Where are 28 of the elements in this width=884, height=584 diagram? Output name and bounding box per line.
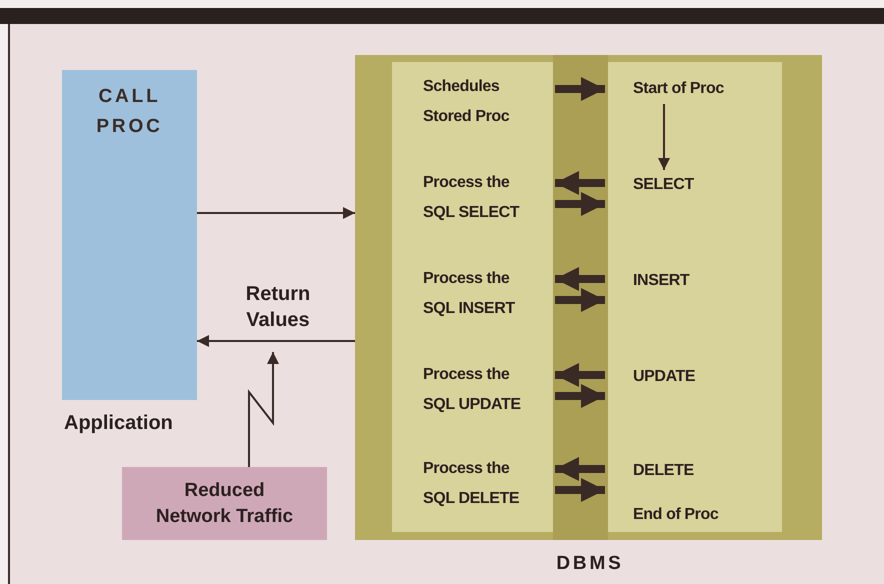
step-text: SELECT (633, 175, 695, 195)
step-text: Process the SQL DELETE (423, 459, 520, 509)
step-text: INSERT (633, 271, 690, 291)
thick-arrow (555, 384, 605, 408)
step-text: Start of Proc (633, 79, 725, 99)
box-label: Application (64, 411, 173, 436)
step-text: Schedules Stored Proc (423, 77, 510, 127)
step-text: End of Proc (633, 505, 720, 525)
step-text: Process the SQL INSERT (423, 269, 516, 319)
step-text: DELETE (633, 461, 695, 481)
thick-arrow (555, 478, 605, 502)
panel-title: DBMS (555, 552, 625, 576)
step-text: Process the SQL SELECT (423, 173, 520, 223)
thick-arrow (555, 457, 605, 481)
box-title: CALL PROC (95, 85, 164, 139)
arrow (197, 335, 355, 347)
step-text: UPDATE (633, 367, 696, 387)
thick-arrow (555, 192, 605, 216)
arrow (197, 207, 355, 219)
thick-arrow (555, 363, 605, 387)
thick-arrow (555, 171, 605, 195)
zigzag-arrow (248, 352, 279, 467)
arrow (658, 104, 670, 170)
step-text: Process the SQL UPDATE (423, 365, 522, 415)
thick-arrow (555, 288, 605, 312)
thick-arrow (555, 267, 605, 291)
thick-arrow (555, 77, 605, 101)
note-box: Reduced Network Traffic (122, 467, 327, 540)
